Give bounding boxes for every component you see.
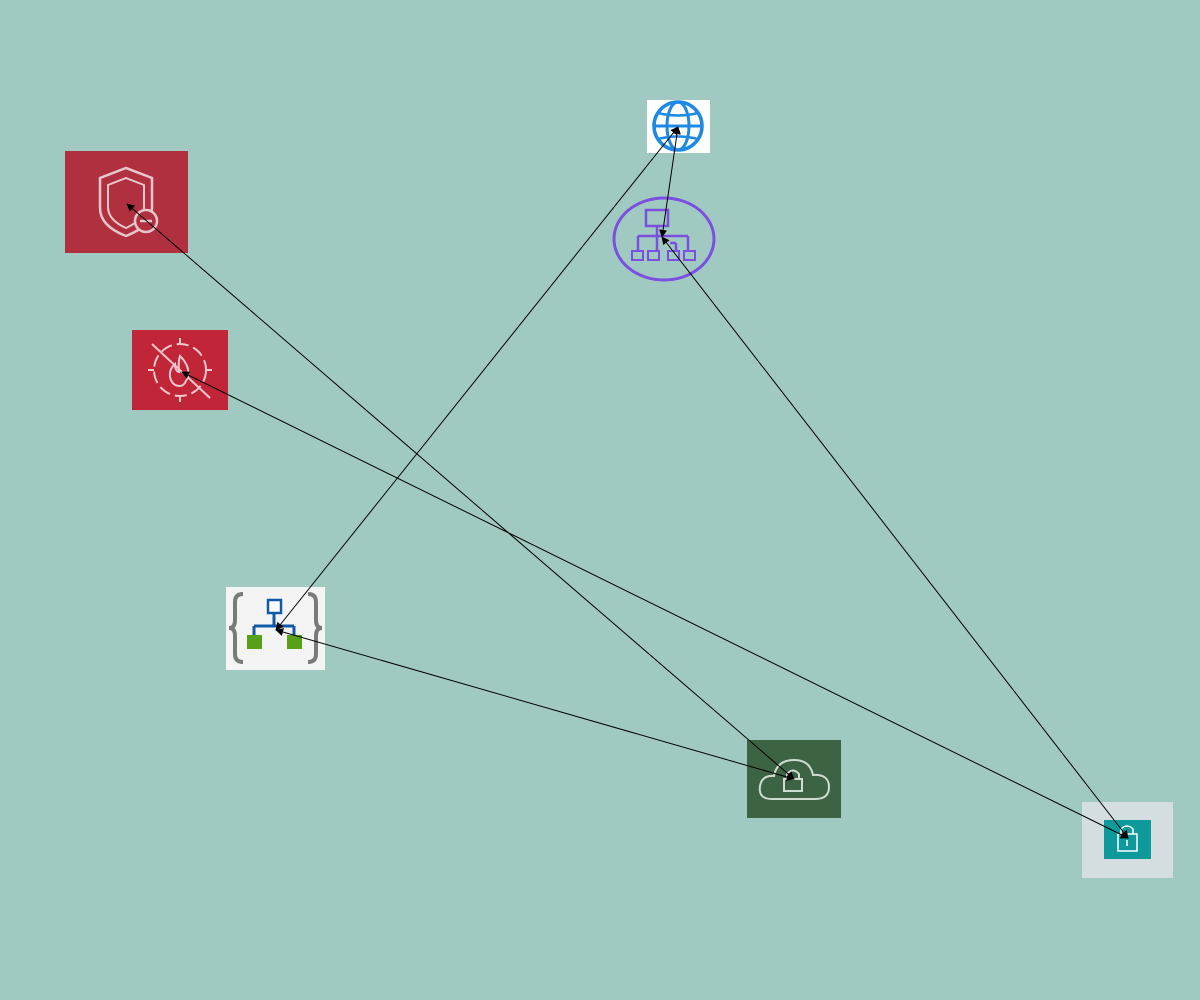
edge-logicapp-vpncloud: [275, 628, 795, 781]
globe-icon[interactable]: [647, 100, 710, 153]
edges-group: [126, 126, 1129, 839]
edge-shield-vpncloud: [126, 203, 795, 780]
edge-loadbalancer-globe: [659, 126, 681, 238]
edge-globe-logicapp: [275, 126, 679, 631]
edge-loadbalancer-kms: [661, 236, 1129, 839]
logic-app-workflow-icon[interactable]: [226, 587, 325, 670]
padlock-icon[interactable]: [1082, 802, 1173, 878]
shield-minus-icon[interactable]: [65, 151, 188, 253]
firewall-blocked-icon[interactable]: [132, 330, 228, 410]
